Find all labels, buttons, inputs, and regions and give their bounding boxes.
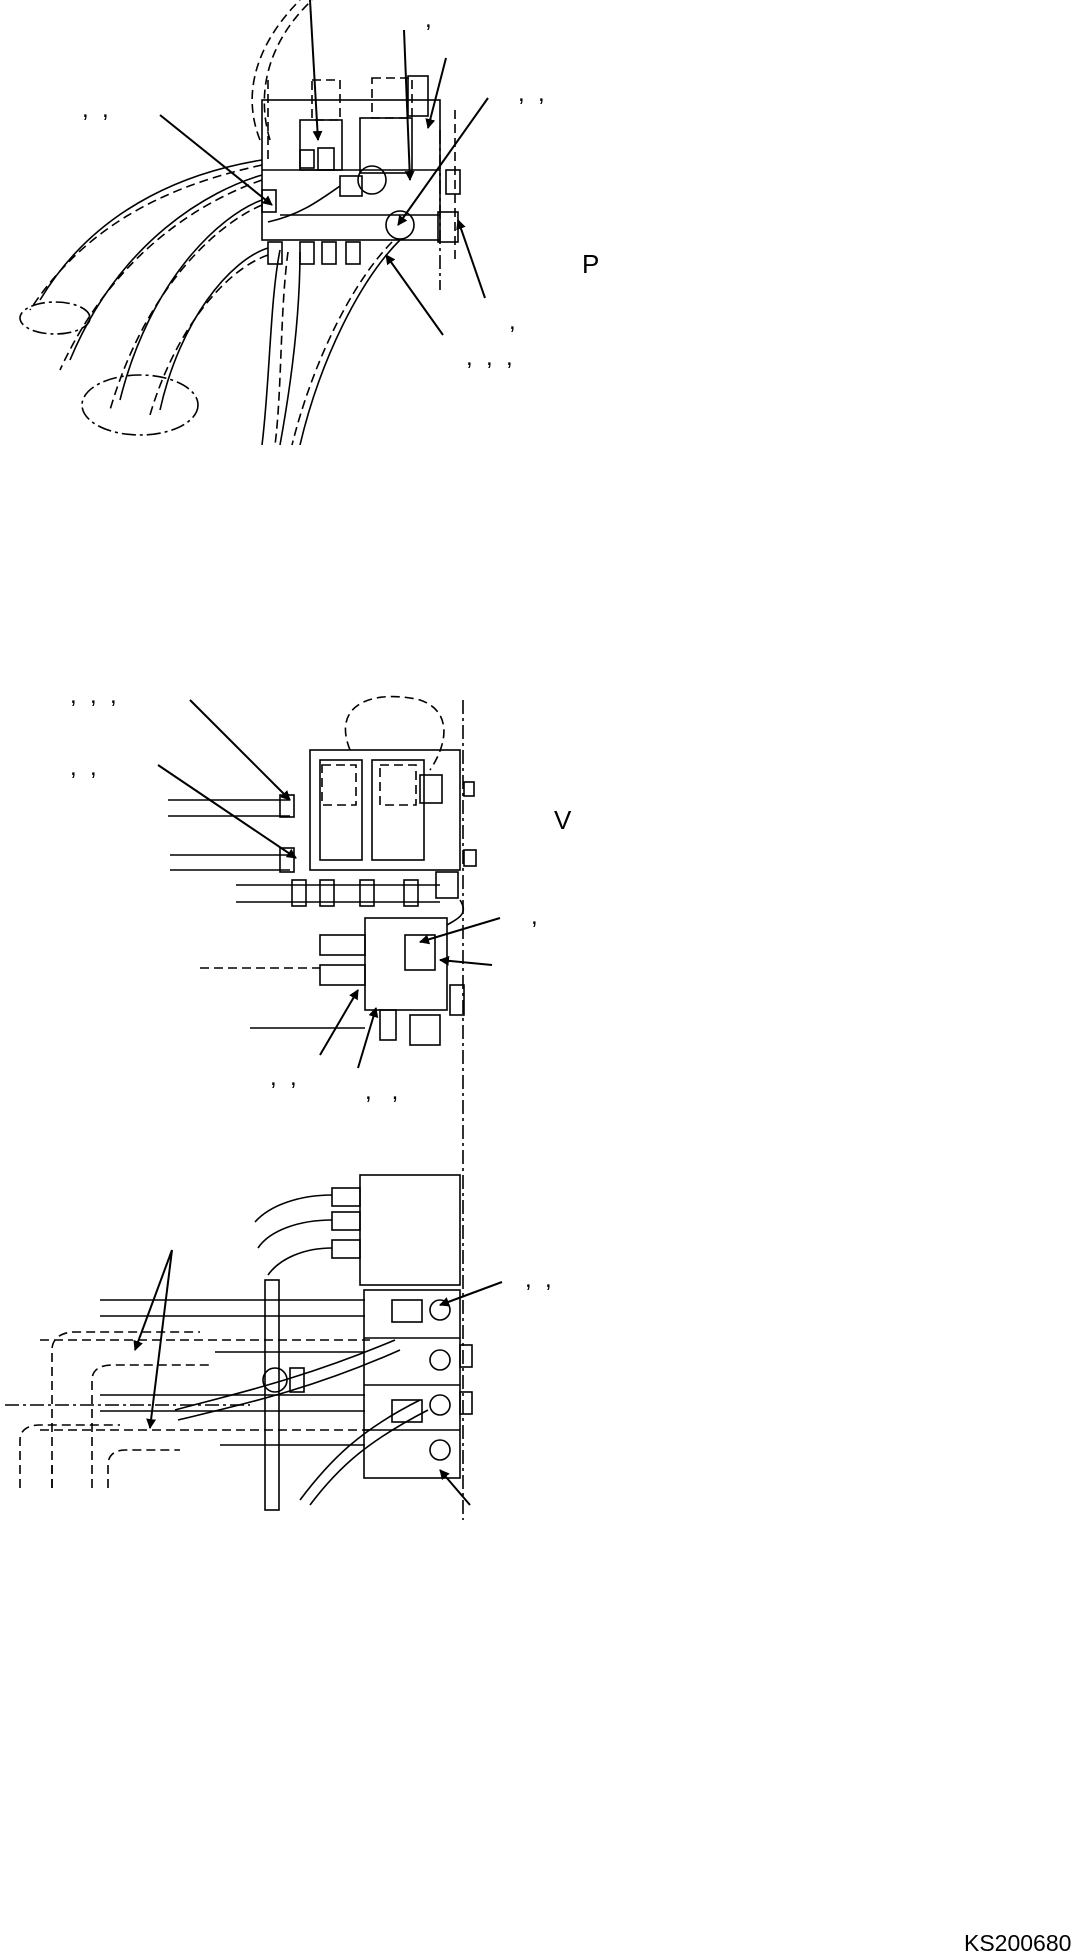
lower-mark-4: , , xyxy=(270,1064,297,1091)
upper-leader-arrows xyxy=(159,0,489,336)
upper-mark-lower-right: , xyxy=(509,308,516,335)
bottom-valve-stack xyxy=(363,1289,461,1479)
bottom-view-drawing xyxy=(5,1174,503,1511)
upper-fittings xyxy=(261,147,415,265)
lower-mark-1: , , , xyxy=(70,682,117,709)
upper-hose-bundle xyxy=(19,0,401,446)
lower-mark-3: , xyxy=(531,903,538,930)
upper-solenoid-left xyxy=(299,119,343,171)
upper-solenoid-right xyxy=(359,117,413,174)
drawing-code: KS200680 xyxy=(964,1930,1072,1956)
lower-valve-block-top xyxy=(309,749,461,871)
lower-view-letter: V xyxy=(554,805,572,835)
lower-mark-5: , , xyxy=(365,1078,399,1105)
upper-mark-right: , , xyxy=(518,80,545,107)
upper-mark-bottom: , , , xyxy=(466,344,513,371)
lower-mark-2: , , xyxy=(70,754,97,781)
upper-mark-left: , , xyxy=(82,96,109,123)
lower-mark-6: , , xyxy=(525,1266,552,1293)
bottom-leader-arrows xyxy=(133,1249,503,1506)
bottom-top-block xyxy=(359,1174,461,1286)
lower-view-drawing xyxy=(157,695,501,1520)
upper-view-letter: P xyxy=(582,249,600,279)
upper-mark-top: , xyxy=(425,6,432,33)
upper-view-drawing xyxy=(19,0,489,446)
middle-leader-arrows xyxy=(157,699,501,1069)
